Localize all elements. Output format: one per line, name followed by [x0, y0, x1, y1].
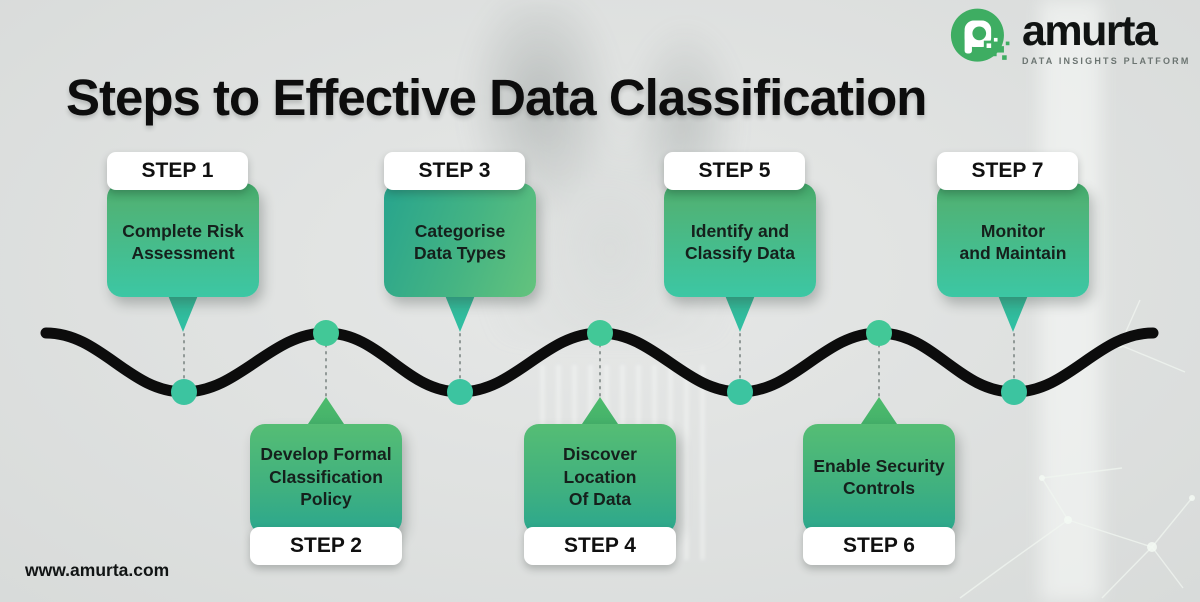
pointer-up-icon [580, 397, 620, 426]
website-url: www.amurta.com [25, 560, 170, 580]
step-5-label-box: STEP 5 [664, 152, 805, 190]
page-title: Steps to Effective Data Classification [66, 69, 927, 126]
step-label: STEP 6 [843, 534, 915, 557]
step-6-label-box: STEP 6 [803, 527, 955, 565]
step-label: STEP 1 [141, 159, 214, 182]
step-3-text-box: Categorise Data Types [384, 183, 536, 297]
step-text: Develop Formal Classification Policy [260, 444, 392, 510]
step-label: STEP 7 [971, 159, 1044, 182]
pointer-down-icon [167, 295, 199, 332]
step-card-2: Develop Formal Classification Policy STE… [250, 397, 402, 565]
step-card-6: Enable Security Controls STEP 6 [803, 397, 955, 565]
step-label: STEP 5 [698, 159, 771, 182]
step-text: Monitor and Maintain [959, 220, 1067, 263]
step-card-4: Discover Location Of Data STEP 4 [524, 397, 676, 565]
background-light-band [1040, 0, 1102, 602]
timeline-dot [1001, 379, 1027, 405]
brand-logo: amurta DATA INSIGHTS PLATFORM [950, 6, 1191, 68]
step-7-label-box: STEP 7 [937, 152, 1078, 190]
step-label: STEP 4 [564, 534, 636, 557]
step-3-label-box: STEP 3 [384, 152, 525, 190]
timeline-dot [171, 379, 197, 405]
dotted-connectors [183, 333, 1015, 397]
amurta-logo-icon [950, 8, 1010, 62]
pointer-up-icon [859, 397, 899, 426]
step-label: STEP 3 [418, 159, 491, 182]
step-text: Categorise Data Types [413, 220, 507, 263]
timeline-dot [447, 379, 473, 405]
step-card-5: STEP 5 Identify and Classify Data [664, 152, 816, 332]
step-card-7: STEP 7 Monitor and Maintain [937, 152, 1089, 332]
step-5-text-box: Identify and Classify Data [664, 183, 816, 297]
step-label: STEP 2 [290, 534, 362, 557]
step-text: Complete Risk Assessment [122, 220, 244, 263]
logo-wordmark: amurta [1022, 7, 1158, 55]
step-2-text-box: Develop Formal Classification Policy [250, 424, 402, 534]
pointer-down-icon [724, 295, 756, 332]
pointer-up-icon [306, 397, 346, 426]
timeline-dot [866, 320, 892, 346]
step-text: Discover Location Of Data [563, 444, 637, 510]
step-1-label-box: STEP 1 [107, 152, 248, 190]
pointer-down-icon [997, 295, 1029, 332]
logo-tagline: DATA INSIGHTS PLATFORM [1022, 56, 1191, 66]
step-card-1: STEP 1 Complete Risk Assessment [107, 152, 259, 332]
step-text: Enable Security Controls [813, 455, 945, 498]
step-1-text-box: Complete Risk Assessment [107, 183, 259, 297]
timeline-dot [587, 320, 613, 346]
pointer-down-icon [444, 295, 476, 332]
timeline-dot [727, 379, 753, 405]
step-6-text-box: Enable Security Controls [803, 424, 955, 534]
step-card-3: STEP 3 Categorise Data Types [384, 152, 536, 332]
timeline-dots [171, 320, 1027, 405]
step-text: Identify and Classify Data [685, 220, 795, 263]
step-4-label-box: STEP 4 [524, 527, 676, 565]
timeline-dot [313, 320, 339, 346]
step-7-text-box: Monitor and Maintain [937, 183, 1089, 297]
step-4-text-box: Discover Location Of Data [524, 424, 676, 534]
step-2-label-box: STEP 2 [250, 527, 402, 565]
